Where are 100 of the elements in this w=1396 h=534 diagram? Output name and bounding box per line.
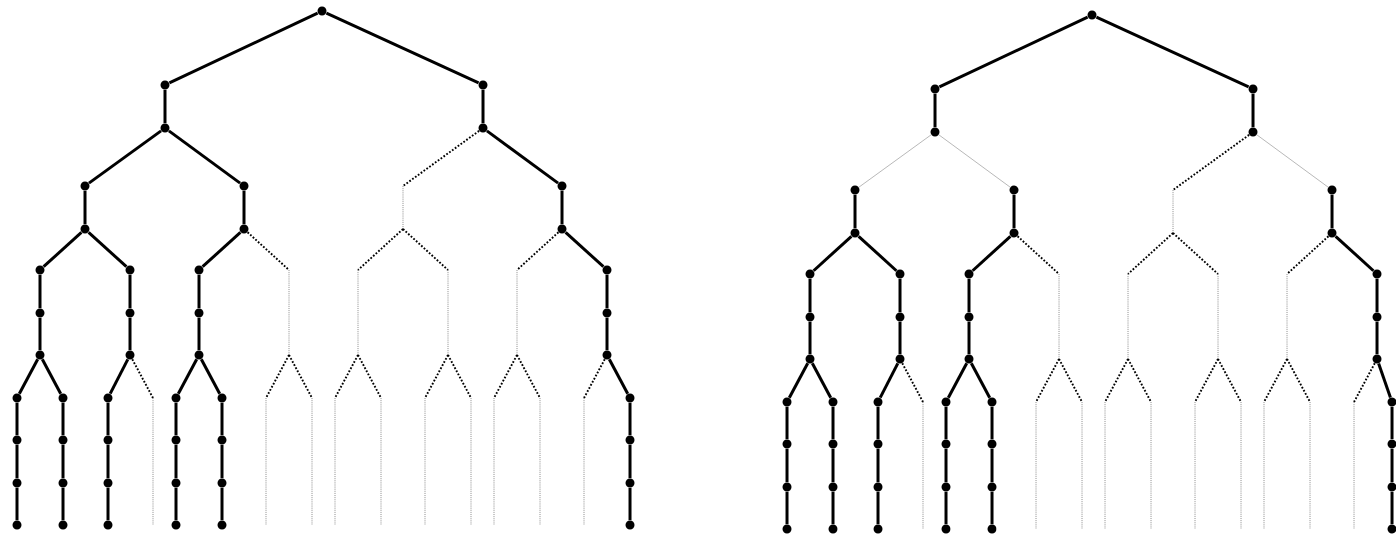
tree-branch: [938, 134, 1011, 188]
tree-branch: [163, 89, 167, 124]
tree-branch: [88, 129, 162, 185]
tree-branch: [605, 274, 609, 309]
tree-branch: [15, 444, 19, 479]
tree-branch: [876, 491, 880, 525]
tree-branch: [564, 231, 605, 268]
tree-branch: [944, 448, 948, 483]
tree-branch: [971, 235, 1012, 272]
tree-branch: [220, 487, 224, 521]
tree-branch: [15, 402, 19, 436]
tree-branch: [933, 93, 937, 128]
tree-branch: [38, 274, 42, 309]
tree-branch: [1095, 15, 1250, 89]
tree-branch: [61, 402, 65, 436]
tree-branch: [990, 448, 994, 483]
tree-branch: [831, 448, 835, 483]
tree-branch: [242, 190, 246, 225]
tree-branch: [106, 487, 110, 521]
tree-branch: [486, 129, 559, 185]
tree-branch: [946, 362, 969, 399]
tree-branch: [481, 89, 485, 124]
tree-branch: [106, 402, 110, 436]
tree-branch: [15, 487, 19, 521]
tree-branch: [168, 129, 241, 185]
tree-branch: [605, 317, 609, 351]
tree-branch: [787, 362, 810, 399]
tree-branch: [857, 235, 898, 272]
tree-branch: [168, 11, 319, 85]
tree-branch: [61, 487, 65, 521]
tree-branch: [1377, 363, 1392, 398]
tree-branch: [17, 358, 40, 395]
tree-branch: [785, 448, 789, 483]
tree-branch: [944, 406, 948, 440]
tree-branch: [174, 444, 178, 479]
tree-branch: [853, 194, 857, 229]
tree-branch: [812, 235, 853, 272]
dotted-branch: [1353, 362, 1376, 403]
tree-branch: [106, 444, 110, 479]
tree-branch: [878, 362, 900, 399]
tree-branch: [128, 274, 132, 309]
tree-branch: [628, 487, 632, 521]
tree-branch: [898, 278, 902, 313]
tree-branch: [42, 231, 83, 268]
dotted-branch: [1172, 133, 1251, 191]
dotted-branch: [402, 129, 481, 187]
tree-branch: [1375, 321, 1379, 355]
tree-branch: [128, 317, 132, 351]
tree-branch: [1390, 491, 1394, 525]
tree-branch: [967, 278, 971, 313]
dotted-branch: [901, 362, 924, 403]
tree-branch: [83, 190, 87, 225]
tree-branch: [831, 491, 835, 525]
tree-branch: [201, 231, 242, 268]
dotted-branch: [131, 358, 154, 399]
tree-branch: [944, 491, 948, 525]
tree-branch: [876, 448, 880, 483]
dotted-branch: [246, 231, 290, 271]
tree-branch: [197, 317, 201, 351]
tree-branch: [1390, 448, 1394, 483]
tree-branch: [785, 406, 789, 440]
tree-branch: [808, 278, 812, 313]
dotted-branch: [1286, 235, 1330, 275]
tree-branch: [174, 487, 178, 521]
tree-branch: [990, 406, 994, 440]
tree-branch: [176, 358, 199, 395]
tree-branch: [810, 362, 833, 399]
tree-branch: [808, 321, 812, 355]
tree-branch: [220, 444, 224, 479]
tree-branch: [628, 402, 632, 436]
tree-branch: [38, 317, 42, 351]
tree-branch: [108, 358, 130, 395]
tree-branch: [1330, 194, 1334, 229]
tree-branch: [970, 362, 992, 399]
dotted-branch: [516, 231, 560, 271]
tree-branch: [785, 491, 789, 525]
tree-branch: [858, 134, 932, 188]
tree-branch: [40, 358, 63, 395]
tree-branch: [61, 444, 65, 479]
dotted-branch: [583, 358, 606, 399]
tree-branch: [87, 231, 128, 268]
tree-branch: [938, 15, 1089, 89]
tree-branch: [967, 321, 971, 355]
tree-branch: [607, 358, 630, 395]
tree-branch: [325, 11, 480, 85]
tree-branch: [1375, 278, 1379, 313]
tree-branch: [560, 190, 564, 225]
tree-branch: [628, 444, 632, 479]
dotted-branch: [1016, 235, 1060, 275]
tree-branch: [197, 274, 201, 309]
tree-branch: [990, 491, 994, 525]
tree-branch: [898, 321, 902, 355]
tree-branch: [1256, 134, 1329, 188]
tree-branch: [174, 402, 178, 436]
tree-branch: [1012, 194, 1016, 229]
tree-branch: [1390, 406, 1394, 440]
tree-branch: [199, 358, 222, 395]
tree-branch: [1251, 93, 1255, 128]
tree-branch: [876, 406, 880, 440]
tree-branch: [220, 402, 224, 436]
